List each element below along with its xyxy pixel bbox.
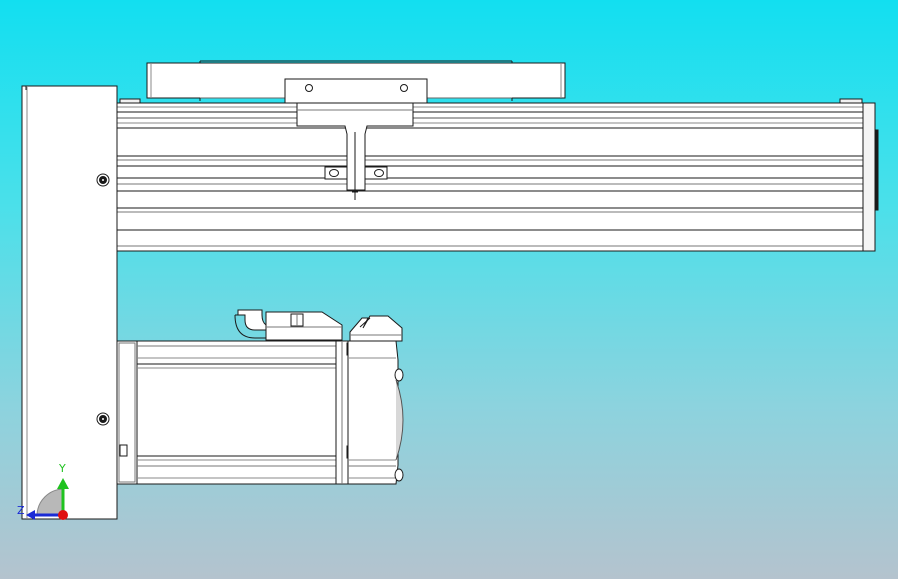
rail-end-tab-right: [839, 98, 863, 104]
sensor-bracket-left[interactable]: [324, 166, 348, 180]
plate-bolt-top: [96, 173, 110, 187]
carriage-bolt-right: [400, 84, 408, 92]
rail-end-tab-left: [119, 98, 141, 104]
encoder-connector[interactable]: [349, 315, 403, 342]
z-axis-arrowhead: [26, 510, 35, 520]
motor-flange: [116, 340, 138, 485]
coordinate-triad: Y Z: [17, 462, 69, 520]
vertical-mounting-plate[interactable]: [21, 85, 118, 520]
servo-motor[interactable]: [116, 340, 404, 485]
y-axis-label: Y: [58, 462, 66, 475]
power-connector[interactable]: [234, 309, 343, 341]
flange-bolt: [119, 444, 128, 457]
carriage-bolt-left: [305, 84, 313, 92]
sensor-bracket-right[interactable]: [364, 166, 388, 180]
motor-body: [136, 340, 337, 485]
triad-rotation-arc: [37, 489, 63, 515]
rail-end-cap[interactable]: [862, 102, 876, 252]
y-axis-arrowhead: [57, 478, 69, 489]
carriage-slider[interactable]: [284, 78, 428, 200]
actuator-rail[interactable]: [116, 98, 879, 252]
plate-bolt-bottom: [96, 412, 110, 426]
end-cap-connector: [874, 129, 879, 211]
z-axis-label: Z: [17, 504, 25, 517]
motor-encoder: [347, 340, 399, 485]
x-axis-origin-dot: [58, 510, 68, 520]
